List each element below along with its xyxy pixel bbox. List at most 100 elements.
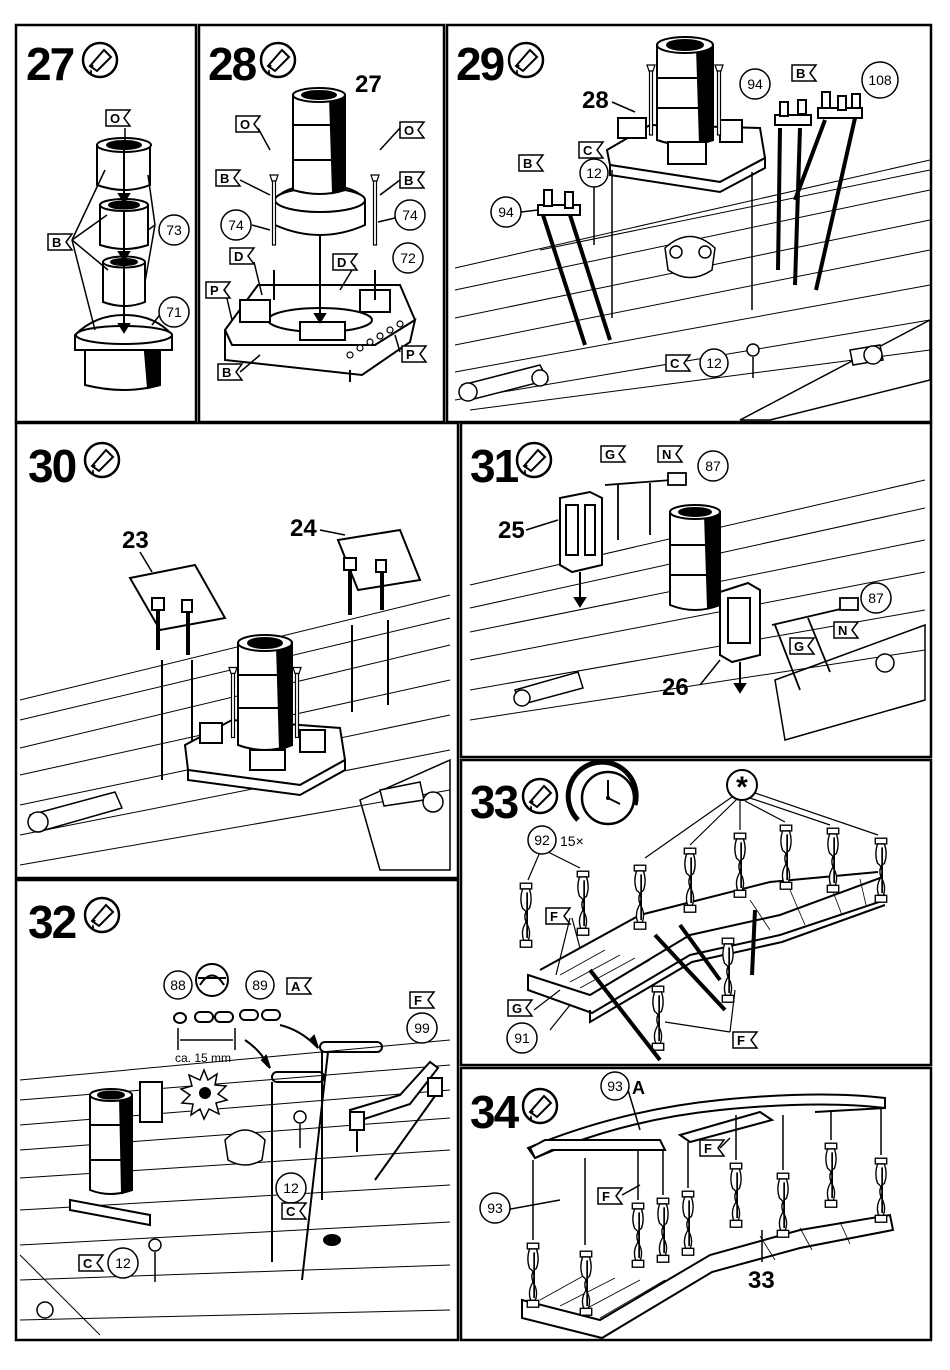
step-number: 31	[470, 440, 519, 492]
deck-capstan	[665, 237, 715, 278]
part-label-25: 25	[498, 517, 525, 544]
ring-bolt-12: 12	[700, 344, 759, 378]
part-label-33: 33	[748, 1267, 775, 1294]
baluster	[520, 883, 531, 947]
svg-text:12: 12	[283, 1180, 299, 1196]
baluster	[682, 1191, 693, 1255]
svg-text:F: F	[602, 1189, 610, 1204]
step-33-panel: 33 *	[470, 762, 887, 1060]
part-callout-74-left: 74	[221, 210, 251, 240]
svg-text:C: C	[583, 143, 593, 158]
svg-text:F: F	[704, 1141, 712, 1156]
ring-bolt-12-middle: 12	[276, 1111, 306, 1203]
panel-grid	[16, 25, 931, 1340]
svg-text:94: 94	[498, 204, 514, 220]
part-suffix: A	[632, 1078, 645, 1098]
flag-G: G	[508, 1000, 532, 1016]
baluster	[652, 986, 663, 1050]
part-callout-72: 72	[393, 243, 423, 273]
part-callout-99: 99	[407, 1013, 437, 1043]
svg-text:B: B	[222, 365, 231, 380]
flag-N-top: N	[658, 446, 682, 462]
funnel-platform	[607, 37, 765, 192]
part-callout-93-top: 93 A	[601, 1072, 645, 1100]
step-27-panel: 27	[26, 38, 189, 390]
funnel-on-deck	[70, 1082, 162, 1225]
step-32-panel: 32 88 89 A	[20, 896, 450, 1335]
svg-text:G: G	[794, 639, 804, 654]
drying-time-clock-icon	[568, 762, 636, 824]
svg-text:P: P	[406, 347, 415, 362]
svg-text:74: 74	[402, 207, 418, 223]
part-callout-12-top: 12	[580, 159, 608, 187]
step-34-panel: 34	[470, 1072, 893, 1338]
funnel-on-deck	[670, 505, 720, 610]
flag-P-right: P	[402, 346, 426, 362]
baluster	[634, 865, 645, 929]
baluster	[875, 1158, 886, 1222]
bitts-left	[538, 190, 610, 345]
step-number: 29	[456, 38, 504, 90]
svg-text:N: N	[838, 623, 847, 638]
svg-text:O: O	[404, 123, 414, 138]
flag-C-bottom: C	[666, 355, 690, 371]
svg-text:B: B	[404, 173, 413, 188]
svg-text:O: O	[110, 111, 120, 126]
baluster	[827, 828, 838, 892]
svg-text:F: F	[737, 1033, 745, 1048]
cannon	[459, 345, 883, 401]
flag-O-left: O	[236, 116, 260, 132]
svg-text:88: 88	[170, 977, 186, 993]
svg-text:71: 71	[166, 304, 182, 320]
flag-F-right: F	[733, 1032, 757, 1048]
svg-text:O: O	[240, 117, 250, 132]
part-label-24: 24	[290, 515, 317, 542]
part-label-23: 23	[122, 527, 149, 554]
svg-text:C: C	[83, 1256, 93, 1271]
baluster	[577, 871, 588, 935]
glue-tube-icon	[517, 443, 551, 477]
glue-tube-icon	[509, 43, 543, 77]
svg-text:87: 87	[868, 590, 884, 606]
svg-text:P: P	[210, 283, 219, 298]
part-label-27: 27	[355, 71, 382, 98]
part-callout-93-left: 93	[480, 1193, 510, 1223]
stanchion-pin	[371, 175, 379, 245]
baluster	[657, 1198, 668, 1262]
step-29-panel: 29 28 C 12	[455, 37, 930, 420]
step-number: 27	[26, 38, 74, 90]
flag-B-left: B	[216, 170, 240, 186]
step-number: 32	[28, 896, 76, 948]
svg-text:B: B	[220, 171, 229, 186]
chain-routing	[245, 1025, 382, 1280]
flag-B-right: B	[792, 65, 816, 81]
part-label-28: 28	[582, 87, 609, 114]
step-number: 33	[470, 776, 518, 828]
svg-text:G: G	[512, 1001, 522, 1016]
funnel-on-deck	[185, 635, 345, 795]
part-callout-73: 73	[159, 215, 189, 245]
svg-text:72: 72	[400, 250, 416, 266]
part-callout-92: 92	[528, 826, 556, 854]
deckhouse-25	[560, 492, 602, 606]
baluster	[730, 1163, 741, 1227]
measure-text: ca. 15 mm	[175, 1051, 231, 1065]
svg-text:D: D	[234, 249, 243, 264]
cannon	[28, 782, 443, 832]
glue-tube-icon	[85, 898, 119, 932]
svg-text:D: D	[337, 255, 346, 270]
glue-tube-icon	[85, 443, 119, 477]
part-callout-94-right: 94	[740, 69, 770, 99]
bow-fitting-99	[350, 1062, 442, 1180]
svg-text:93: 93	[607, 1078, 623, 1094]
glue-tube-icon	[523, 779, 557, 813]
baluster	[632, 1203, 643, 1267]
glue-tube-icon	[261, 43, 295, 77]
svg-text:C: C	[670, 356, 680, 371]
svg-text:G: G	[605, 447, 615, 462]
flag-A: A	[287, 978, 311, 994]
flag-F: F	[410, 992, 434, 1008]
part-callout-71: 71	[159, 297, 189, 327]
part-callout-74-right: 74	[395, 200, 425, 230]
